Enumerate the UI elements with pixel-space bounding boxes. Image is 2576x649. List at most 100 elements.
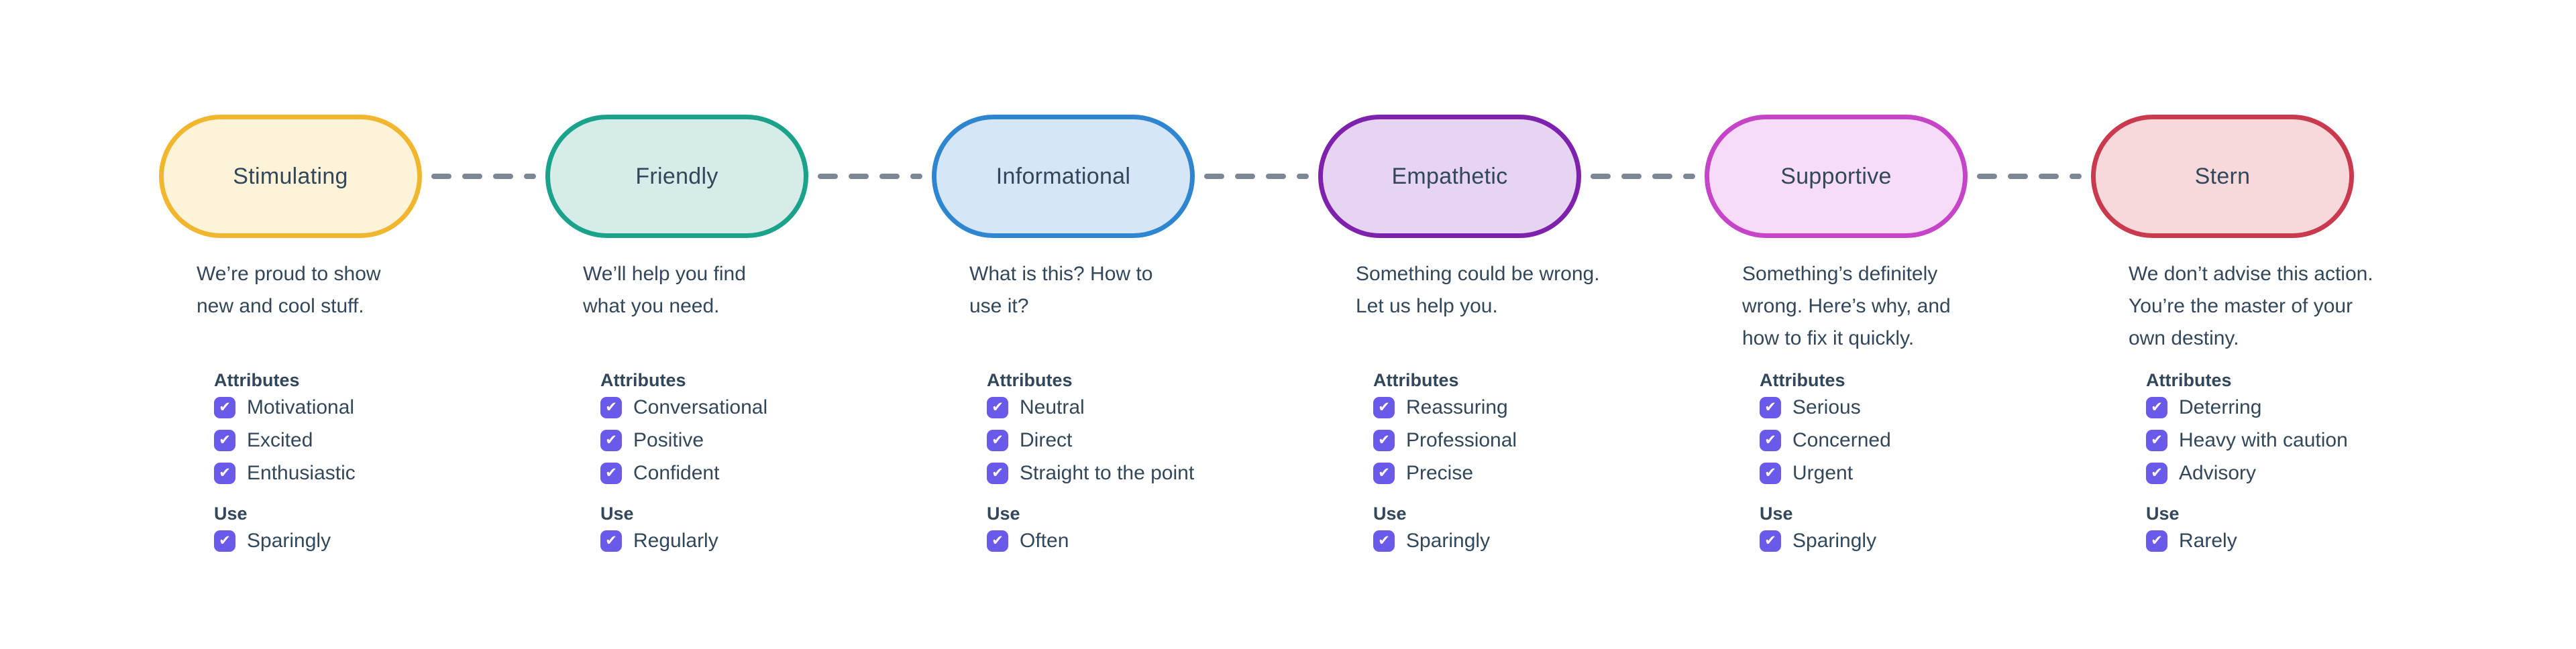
checkbox-checked-icon[interactable]: ✔ [214,429,235,451]
attribute-row: ✔ Neutral [987,391,1085,424]
tone-pill: Supportive [1705,115,1968,238]
checkbox-checked-icon[interactable]: ✔ [600,462,622,484]
tone-pill: Stern [2091,115,2354,238]
checkbox-label: Regularly [633,529,718,552]
attribute-row: ✔ Motivational [214,391,354,424]
checkbox-label: Often [1020,529,1069,552]
use-row: ✔ Often [987,524,1069,557]
use-heading: Use [600,504,634,524]
attributes-heading: Attributes [1760,370,1845,390]
checkbox-checked-icon[interactable]: ✔ [600,530,622,552]
attribute-row: ✔ Confident [600,457,719,489]
tone-column: Stimulating We’re proud to show new and … [159,115,422,557]
checkbox-label: Positive [633,428,704,451]
checkbox-label: Neutral [1020,396,1085,418]
attribute-row: ✔ Positive [600,424,704,457]
tone-pill: Friendly [545,115,808,238]
tone-description: We don’t advise this action. You’re the … [2129,263,2373,349]
tone-name: Stimulating [233,163,348,189]
tone-column: Empathetic Something could be wrong. Let… [1318,115,1600,557]
attribute-row: ✔Enthusiastic [214,457,356,489]
attributes-list: ✔ Motivational ✔ Excited ✔Enthusiastic [214,391,422,489]
checkbox-label: Sparingly [247,529,331,552]
attributes-list: ✔Serious✔Concerned✔Urgent [1760,391,1968,489]
tone-name: Friendly [635,163,718,189]
use-list: ✔Sparingly [1760,524,1968,557]
tone-column: Friendly We’ll help you find what you ne… [545,115,808,557]
tone-description: What is this? How to use it? [969,263,1153,317]
tone-description: We’ll help you find what you need. [583,263,746,317]
tone-description: We’re proud to show new and cool stuff. [197,263,381,317]
checkbox-label: Rarely [2179,529,2237,552]
tone-name: Informational [996,163,1131,189]
tone-details: Attributes ✔ Deterring ✔Heavy with caution… [2091,369,2354,557]
checkbox-label: Serious [1792,396,1861,418]
checkbox-checked-icon[interactable]: ✔ [1373,462,1395,484]
tone-details: Attributes ✔ Conversational ✔ Positive ✔ Conf… [545,369,808,557]
use-heading: Use [214,504,248,524]
tone-details: Attributes ✔Reassuring✔Professional✔Prec… [1318,369,1581,557]
attribute-row: ✔Heavy with caution [2146,424,2348,457]
use-list: ✔ Rarely [2146,524,2354,557]
attributes-heading: Attributes [2146,370,2232,390]
attributes-heading: Attributes [600,370,686,390]
checkbox-label: Motivational [247,396,355,418]
checkbox-checked-icon[interactable]: ✔ [214,462,235,484]
checkbox-checked-icon[interactable]: ✔ [1373,530,1395,552]
tone-description: Something’s definitely wrong. Here’s why… [1742,263,1951,349]
use-list: ✔ Regularly [600,524,808,557]
checkbox-checked-icon[interactable]: ✔ [1760,396,1781,418]
checkbox-label: Deterring [2179,396,2262,418]
attribute-row: ✔ Conversational [600,391,767,424]
checkbox-checked-icon[interactable]: ✔ [600,396,622,418]
checkbox-checked-icon[interactable]: ✔ [987,462,1008,484]
attributes-list: ✔Deterring✔Heavy with caution✔Advisory [2146,391,2354,489]
checkbox-label: Straight to the point [1020,461,1195,484]
checkbox-checked-icon[interactable]: ✔ [1760,462,1781,484]
use-row: ✔ Regularly [600,524,718,557]
checkbox-checked-icon[interactable]: ✔ [2146,530,2167,552]
checkbox-checked-icon[interactable]: ✔ [987,530,1008,552]
use-row: ✔ Sparingly [214,524,331,557]
checkbox-label: Excited [247,428,313,451]
tone-name: Supportive [1780,163,1892,189]
tone-pill: Stimulating [159,115,422,238]
checkbox-checked-icon[interactable]: ✔ [987,429,1008,451]
tone-column: Supportive Something’s definitely wrong.… [1705,115,1968,557]
tone-details: Attributes ✔Motivational✔Excited✔Enthusi… [159,369,422,557]
attributes-list: ✔Reassuring✔Professional✔Precise [1373,391,1581,489]
tone-pill: Informational [932,115,1195,238]
checkbox-checked-icon[interactable]: ✔ [1373,429,1395,451]
attributes-list: ✔Neutral✔Direct✔Straight to the point [987,391,1195,489]
attribute-row: ✔Direct [987,424,1072,457]
checkbox-label: Confident [633,461,720,484]
checkbox-checked-icon[interactable]: ✔ [214,396,235,418]
attribute-row: ✔ Professional [1373,424,1517,457]
checkbox-checked-icon[interactable]: ✔ [987,396,1008,418]
use-heading: Use [987,504,1020,524]
attribute-row: ✔ Urgent [1760,457,1853,489]
checkbox-checked-icon[interactable]: ✔ [1760,429,1781,451]
tone-details: Attributes ✔Serious✔Concerned✔Urgent Use… [1705,369,1968,557]
checkbox-checked-icon[interactable]: ✔ [2146,462,2167,484]
checkbox-checked-icon[interactable]: ✔ [2146,396,2167,418]
attribute-row: ✔Precise [1373,457,1473,489]
checkbox-label: Conversational [633,396,768,418]
attributes-heading: Attributes [1373,370,1459,390]
checkbox-checked-icon[interactable]: ✔ [600,429,622,451]
checkbox-checked-icon[interactable]: ✔ [214,530,235,552]
use-row: ✔Sparingly [1373,524,1490,557]
tone-name: Empathetic [1391,163,1508,189]
checkbox-checked-icon[interactable]: ✔ [1373,396,1395,418]
tone-pill: Empathetic [1318,115,1581,238]
checkbox-label: Professional [1406,428,1517,451]
checkbox-checked-icon[interactable]: ✔ [2146,429,2167,451]
use-list: ✔Sparingly [1373,524,1581,557]
use-heading: Use [1373,504,1407,524]
attribute-row: ✔ Excited [214,424,313,457]
checkbox-checked-icon[interactable]: ✔ [1760,530,1781,552]
checkbox-label: Urgent [1792,461,1854,484]
use-list: ✔ Often [987,524,1195,557]
use-heading: Use [2146,504,2180,524]
